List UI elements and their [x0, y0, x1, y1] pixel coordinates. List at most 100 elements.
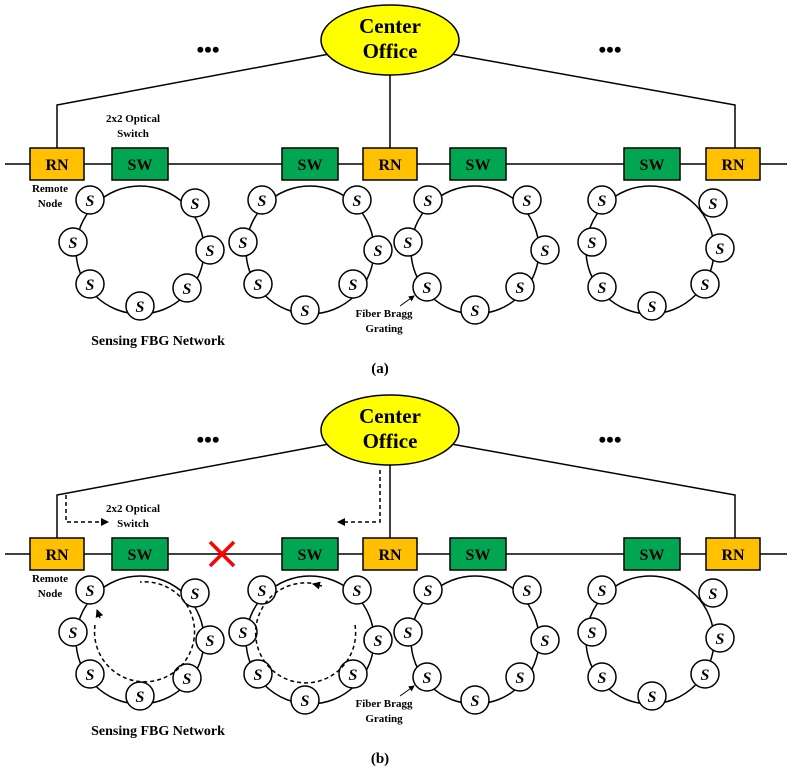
fbg-sensor-label: S	[86, 277, 95, 294]
fbg-sensor-label: S	[69, 235, 78, 252]
center-office-ellipse	[320, 394, 460, 466]
center-office-label: Office	[363, 39, 418, 63]
fbg-sensor-label: S	[648, 299, 657, 316]
fbg-sensor	[393, 617, 423, 647]
fbg-sensor-label: S	[353, 583, 362, 600]
remote-node-caption: Node	[38, 588, 63, 600]
feeder-line-right	[439, 441, 736, 540]
remote-node-box	[705, 147, 761, 181]
center-office-label: Center	[359, 14, 421, 38]
remote-node-box	[29, 147, 85, 181]
fbg-sensor-label: S	[301, 303, 310, 320]
ellipsis-left: •••	[196, 37, 219, 62]
fbg-sensor	[577, 617, 607, 647]
feeder-line-right	[439, 51, 736, 150]
fbg-pointer-arrow	[399, 685, 415, 697]
fbg-sensor-label: S	[191, 586, 200, 603]
fbg-sensor-label: S	[423, 670, 432, 687]
remote-node-caption: Node	[38, 198, 63, 210]
ellipsis-right: •••	[598, 37, 621, 62]
fbg-sensor	[75, 269, 105, 299]
fbg-sensor-label: S	[424, 193, 433, 210]
fbg-sensor-label: S	[349, 277, 358, 294]
fbg-sensor-label: S	[301, 693, 310, 710]
fbg-sensor	[363, 625, 393, 655]
fbg-sensor	[512, 575, 542, 605]
remote-node-label: RN	[721, 547, 745, 564]
fbg-sensor	[698, 578, 728, 608]
fbg-sensor	[637, 681, 667, 711]
fbg-sensor-label: S	[709, 586, 718, 603]
fbg-sensor	[460, 685, 490, 715]
fbg-sensor-label: S	[598, 583, 607, 600]
optical-switch-caption: Switch	[117, 518, 149, 530]
optical-switch-label: SW	[128, 547, 153, 564]
fbg-sensor-label: S	[523, 193, 532, 210]
fbg-sensor-label: S	[424, 583, 433, 600]
fbg-sensor	[698, 188, 728, 218]
fbg-sensor	[460, 295, 490, 325]
fbg-sensor	[58, 227, 88, 257]
fbg-sensor	[412, 662, 442, 692]
fbg-caption: Fiber Bragg	[356, 698, 413, 710]
optical-switch-caption: 2x2 Optical	[106, 503, 160, 515]
optical-switch-box	[281, 537, 339, 571]
fiber-break-mark	[208, 540, 236, 568]
remote-node-label: RN	[45, 547, 69, 564]
protection-path-right	[337, 470, 381, 526]
fbg-sensor	[290, 685, 320, 715]
network-caption: Sensing FBG Network	[91, 334, 225, 349]
optical-switch-label: SW	[640, 157, 665, 174]
fbg-sensor	[243, 269, 273, 299]
fbg-sensor-label: S	[516, 280, 525, 297]
feeder-line-left	[56, 441, 341, 540]
fbg-sensor	[172, 663, 202, 693]
fbg-sensor	[75, 185, 105, 215]
fbg-sensor-label: S	[183, 281, 192, 298]
fbg-sensor	[195, 625, 225, 655]
fbg-sensor-label: S	[353, 193, 362, 210]
optical-switch-label: SW	[466, 547, 491, 564]
remote-node-box	[29, 537, 85, 571]
remote-node-label: RN	[45, 157, 69, 174]
fbg-sensor-label: S	[716, 241, 725, 258]
optical-switch-box	[111, 147, 169, 181]
fbg-sensor	[247, 185, 277, 215]
fbg-sensor-label: S	[136, 299, 145, 316]
fbg-sensor-label: S	[598, 670, 607, 687]
fbg-sensor	[125, 291, 155, 321]
fbg-sensor	[412, 272, 442, 302]
fbg-sensor-label: S	[701, 277, 710, 294]
panel-caption: (b)	[371, 751, 389, 767]
fbg-sensor	[413, 185, 443, 215]
optical-switch-caption: 2x2 Optical	[106, 113, 160, 125]
fbg-sensor	[75, 575, 105, 605]
fbg-sensor	[413, 575, 443, 605]
fbg-sensor-label: S	[716, 631, 725, 648]
fbg-sensor-label: S	[523, 583, 532, 600]
fbg-sensor	[530, 235, 560, 265]
center-office-ellipse	[320, 4, 460, 76]
fbg-sensor-label: S	[471, 303, 480, 320]
fbg-sensor-label: S	[471, 693, 480, 710]
remote-node-box	[705, 537, 761, 571]
fbg-sensor-label: S	[404, 235, 413, 252]
remote-node-label: RN	[378, 547, 402, 564]
fbg-sensor	[705, 233, 735, 263]
fbg-sensor	[587, 662, 617, 692]
fbg-sensor-label: S	[258, 193, 267, 210]
fbg-sensor-label: S	[598, 193, 607, 210]
fbg-sensor-label: S	[588, 235, 597, 252]
panel-caption: (a)	[371, 361, 389, 377]
remote-node-label: RN	[378, 157, 402, 174]
protection-loop-right	[254, 582, 357, 684]
fbg-sensor-label: S	[86, 583, 95, 600]
fbg-sensor-label: S	[239, 235, 248, 252]
loop-arrow-left	[95, 609, 104, 619]
fbg-sensor-label: S	[239, 625, 248, 642]
fbg-sensor-label: S	[709, 196, 718, 213]
fbg-caption: Grating	[365, 713, 403, 725]
